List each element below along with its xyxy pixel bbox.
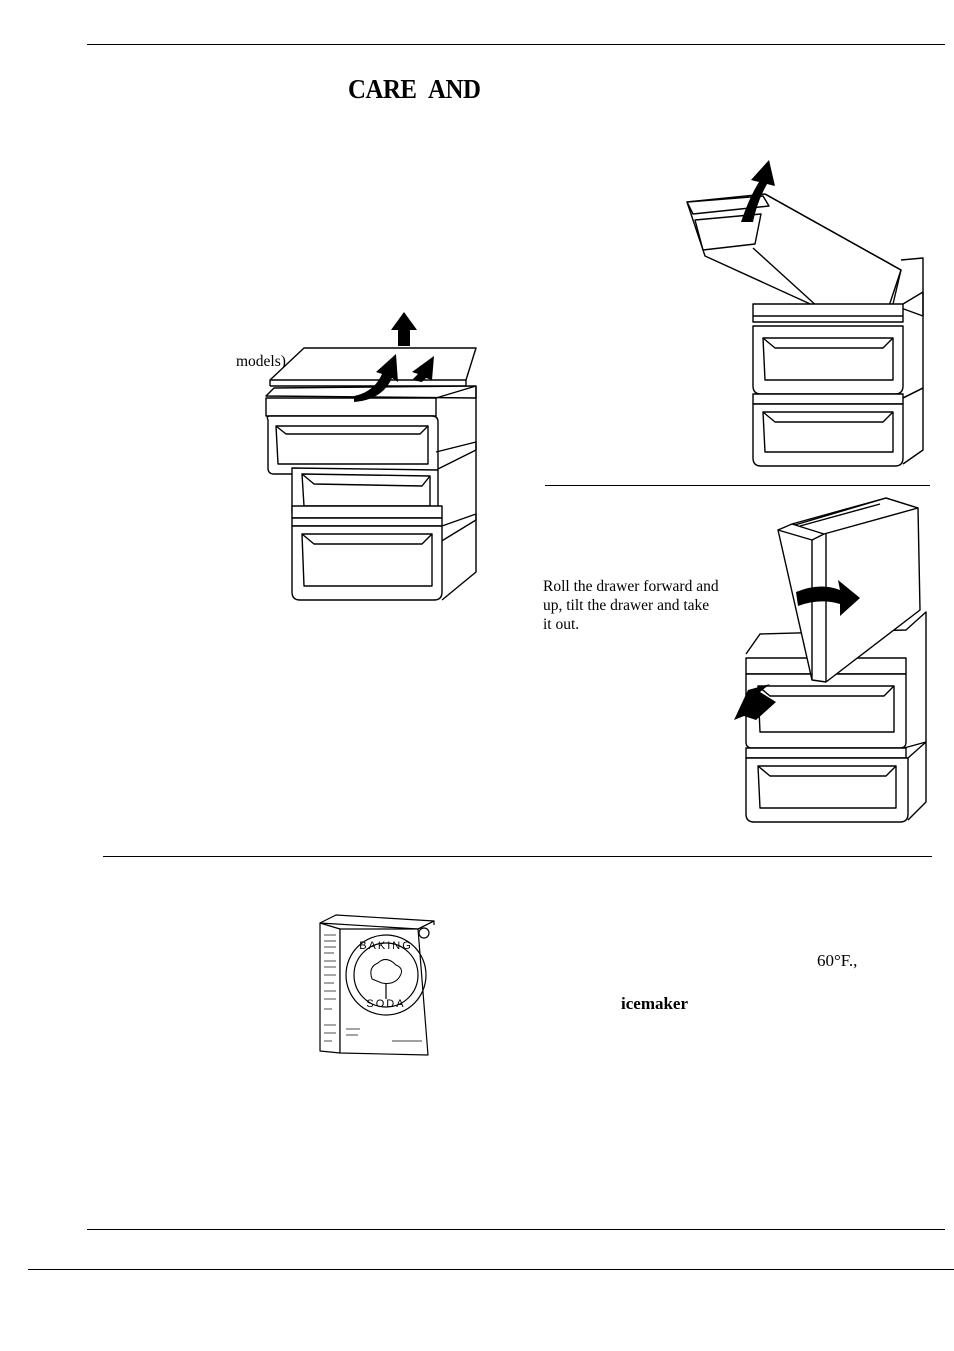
middle-rule — [103, 856, 932, 857]
curved-up-arrow-icon — [741, 160, 775, 222]
box-logo-ring — [346, 935, 426, 1015]
baking-soda-box-illustration: BAKING SODA — [306, 913, 436, 1057]
box-logo-top-text: BAKING — [359, 940, 413, 952]
curved-up-arrow-icon — [412, 356, 434, 382]
top-drawer — [267, 416, 438, 474]
up-arrow-icon — [391, 312, 417, 346]
lower-pan — [753, 404, 903, 466]
box-logo-bottom-text: SODA — [366, 998, 405, 1010]
bottom-drawer — [746, 758, 908, 822]
bottom-drawer — [292, 526, 442, 600]
temperature-text: 60°F., — [817, 951, 858, 970]
drawer-removal-caption: Roll the drawer forward and up, tilt the… — [543, 577, 719, 634]
pan-removal-illustration — [683, 160, 929, 466]
title-word-care: CARE — [348, 74, 417, 104]
drawer-tilt-removal-illustration — [734, 494, 930, 828]
title-word-and: AND — [428, 74, 481, 104]
curved-up-arrow-icon — [354, 354, 398, 402]
right-divider-rule — [545, 485, 930, 486]
middle-pan — [753, 326, 903, 394]
bottom-rule — [87, 1229, 945, 1230]
crisper-cover-removal-illustration — [262, 312, 482, 602]
diagonal-arrow-icon — [734, 684, 776, 720]
curved-right-arrow-icon — [796, 580, 860, 616]
caption-line-1: Roll the drawer forward and — [543, 578, 719, 595]
footer-rule — [28, 1269, 954, 1270]
glass-cover — [270, 348, 476, 380]
top-rule — [87, 44, 945, 45]
icemaker-text: icemaker — [621, 994, 689, 1013]
caption-line-2: up, tilt the drawer and take — [543, 597, 710, 614]
models-label: models). — [236, 353, 290, 370]
caption-line-3: it out. — [543, 616, 580, 633]
page-title: CARE AND — [348, 74, 481, 105]
